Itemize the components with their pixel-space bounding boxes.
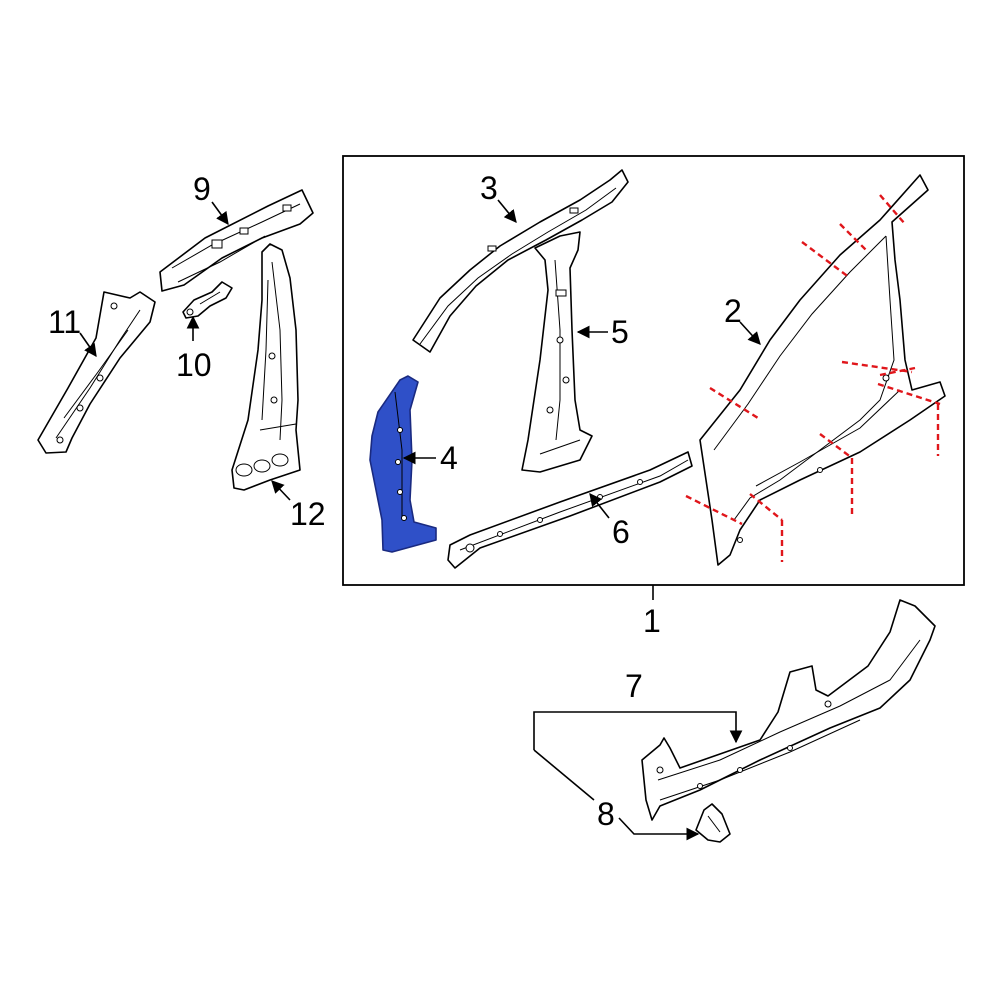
callout-1: 1 [643,603,661,639]
part-9-roof-reinforcement[interactable] [159,189,314,292]
part-7-rocker-outer[interactable] [641,599,936,821]
part-8-bracket[interactable] [695,803,731,843]
callout-leaders [79,199,761,841]
cut-lines [685,194,941,562]
callout-5: 5 [611,314,629,350]
callout-7: 7 [625,668,643,704]
callout-11: 11 [48,304,81,340]
part-12-center-pillar-inner[interactable] [231,243,301,491]
callout-6: 6 [612,514,630,550]
callout-2: 2 [724,293,742,329]
callout-9: 9 [193,171,211,207]
callout-3: 3 [480,170,498,206]
callout-numbers: 9 10 11 12 3 5 4 6 2 1 7 8 [48,170,742,832]
part-11-hinge-pillar[interactable] [37,291,156,454]
callout-10: 10 [176,347,212,383]
part-10-bracket[interactable] [182,281,233,319]
part-3-roof-rail[interactable] [412,169,629,353]
part-2-body-side-outer[interactable] [699,174,946,566]
callout-12: 12 [290,496,326,532]
part-6-rocker-inner[interactable] [447,451,693,569]
callout-8: 8 [597,796,615,832]
part-4-highlighted-reinforcement[interactable] [369,375,437,553]
callout-4: 4 [440,440,458,476]
part-5-center-pillar[interactable] [521,231,593,473]
